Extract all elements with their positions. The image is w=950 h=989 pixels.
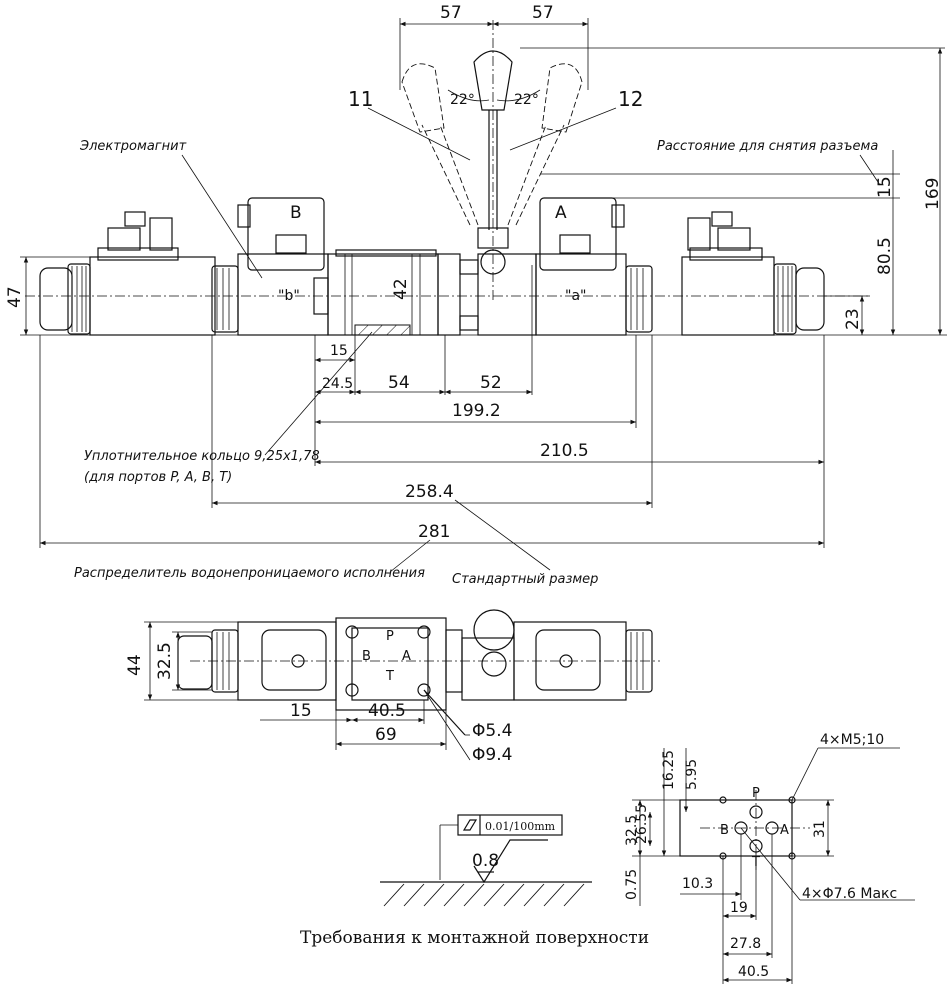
pattern-dim-27-8: 27.8 xyxy=(730,936,761,952)
plan-dim-44: 44 xyxy=(125,654,145,676)
pattern-port-a: A xyxy=(780,823,789,838)
plan-dim-69: 69 xyxy=(375,725,397,745)
pattern-dim-19: 19 xyxy=(730,900,748,916)
label-standard: Стандартный размер xyxy=(452,572,598,587)
label-connector-removal: Расстояние для снятия разъема xyxy=(657,139,878,154)
pattern-port-t: T xyxy=(751,855,760,870)
port-a-top: A xyxy=(555,203,567,223)
plan-view: P B A T 44 32.5 15 40.5 69 Φ5.4 Φ9.4 xyxy=(125,609,660,765)
flatness-value: 0.01/100mm xyxy=(485,820,556,833)
plan-port-a: A xyxy=(402,649,411,664)
label-electromagnet: Электромагнит xyxy=(79,139,187,154)
dim-210-5: 210.5 xyxy=(540,441,589,461)
dim-42: 42 xyxy=(391,278,411,300)
dim-80-5: 80.5 xyxy=(875,237,895,275)
mark-b: "b" xyxy=(278,288,300,304)
pattern-dim-5-95: 5.95 xyxy=(684,759,700,790)
left-waterproof-coil xyxy=(39,211,216,336)
dim-199-2: 199.2 xyxy=(452,401,501,421)
dim-52: 52 xyxy=(480,373,502,393)
surface-caption: Требования к монтажной поверхности xyxy=(300,928,649,948)
manual-lever xyxy=(401,20,583,300)
top-view: 57 57 22° 22° 11 12 169 15 80.5 23 Расст… xyxy=(5,3,947,587)
plan-port-b: B xyxy=(362,649,371,664)
pattern-port-p: P xyxy=(752,786,760,801)
pattern-dim-40-5: 40.5 xyxy=(738,964,769,980)
dim-15-top: 15 xyxy=(330,343,348,359)
port-b-top: B xyxy=(290,203,302,223)
pattern-dim-26-55: 26.55 xyxy=(634,804,650,844)
dim-54: 54 xyxy=(388,373,410,393)
label-11: 11 xyxy=(348,87,373,111)
left-solenoid xyxy=(211,197,329,336)
angle-right: 22° xyxy=(514,92,539,108)
plan-dim-40-5: 40.5 xyxy=(368,701,406,721)
dim-57-right: 57 xyxy=(532,3,554,23)
dim-258-4: 258.4 xyxy=(405,482,454,502)
dim-281: 281 xyxy=(418,522,450,542)
mark-a: "a" xyxy=(565,288,586,304)
pattern-dim-16-25: 16.25 xyxy=(661,750,677,790)
plan-port-p: P xyxy=(386,629,394,644)
plan-dim-15: 15 xyxy=(290,701,312,721)
right-waterproof-coil xyxy=(681,211,825,336)
plan-phi-9-4: Φ9.4 xyxy=(472,745,512,765)
pattern-phi-7-6: 4×Φ7.6 Макс xyxy=(802,886,897,902)
pattern-m5: 4×M5;10 xyxy=(820,732,884,748)
pattern-dim-10-3: 10.3 xyxy=(682,876,713,892)
label-seal-ring-1: Уплотнительное кольцо 9,25x1,78 xyxy=(84,449,320,464)
plan-phi-5-4: Φ5.4 xyxy=(472,721,512,741)
dim-57-left: 57 xyxy=(440,3,462,23)
roughness-value: 0.8 xyxy=(472,851,499,871)
angle-left: 22° xyxy=(450,92,475,108)
pattern-dim-0-75: 0.75 xyxy=(624,869,640,900)
pattern-dim-31: 31 xyxy=(812,820,828,838)
pattern-dim-32-5: 32.5 xyxy=(624,815,640,846)
label-waterproof: Распределитель водонепроницаемого исполн… xyxy=(74,566,425,581)
right-solenoid xyxy=(535,197,653,336)
dim-169: 169 xyxy=(923,178,943,210)
dim-15-connector: 15 xyxy=(875,176,895,198)
plan-dim-32-5: 32.5 xyxy=(155,642,175,680)
port-pattern: P B A T 16.25 5.95 32.5 26.55 0.75 31 4×… xyxy=(624,732,915,984)
surface-requirements: 0.01/100mm 0.8 Требования к монтажной по… xyxy=(300,814,649,948)
dim-47: 47 xyxy=(5,286,25,308)
dim-23: 23 xyxy=(843,308,863,330)
label-seal-ring-2: (для портов P, A, B, T) xyxy=(84,470,232,485)
plan-port-t: T xyxy=(385,669,394,684)
pattern-port-b: B xyxy=(720,823,729,838)
label-12: 12 xyxy=(618,87,643,111)
valve-body xyxy=(327,227,537,336)
